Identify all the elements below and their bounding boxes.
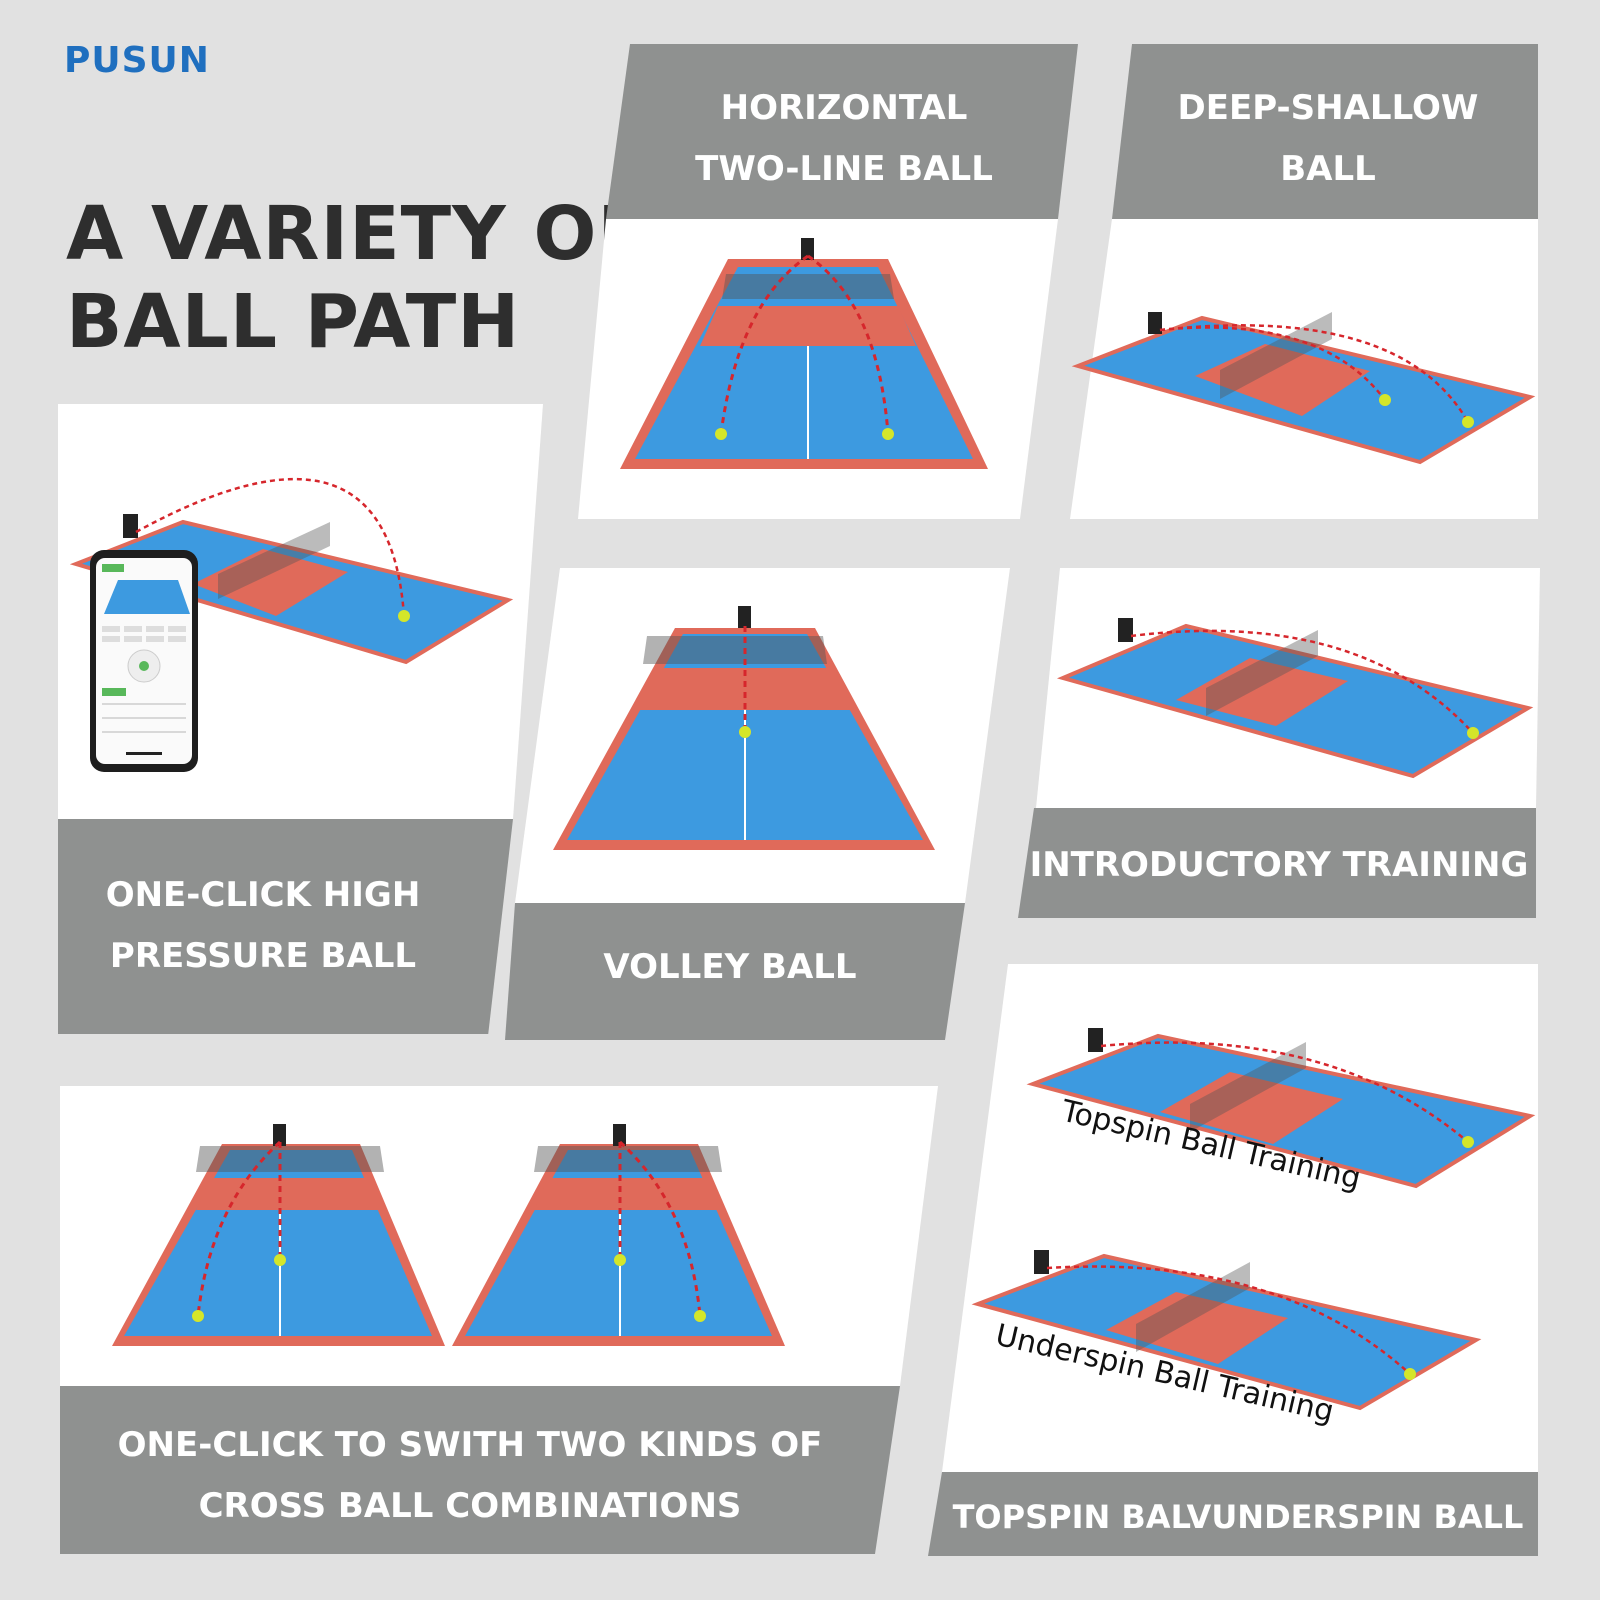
volley-label-bg — [505, 903, 965, 1040]
high-pressure-label-line-1: ONE-CLICK HIGH — [106, 875, 421, 915]
horizontal-label-bg — [606, 44, 1078, 219]
brand-logo: PUSUN — [64, 40, 210, 81]
cross-panel: ONE-CLICK TO SWITH TWO KINDS OF CROSS BA… — [60, 1086, 938, 1554]
volley-panel: VOLLEY BALL — [505, 568, 1010, 1040]
deep-shallow-label-bg — [1112, 44, 1538, 219]
deep-shallow-label-line-1: DEEP-SHALLOW — [1178, 88, 1479, 128]
headline-line-1: A VARIETY OF — [66, 191, 649, 277]
deep-shallow-court — [1071, 312, 1536, 465]
headline-line-2: BALL PATH — [66, 279, 521, 365]
introductory-label-line-1: INTRODUCTORY TRAINING — [1030, 845, 1529, 885]
horizontal-two-line-panel: HORIZONTAL TWO-LINE BALL — [578, 44, 1078, 519]
horizontal-label-line-2: TWO-LINE BALL — [695, 149, 993, 189]
horizontal-label-line-1: HORIZONTAL — [721, 88, 968, 128]
cross-label-line-1: ONE-CLICK TO SWITH TWO KINDS OF — [118, 1425, 823, 1465]
high-pressure-label-line-2: PRESSURE BALL — [110, 936, 416, 976]
ball-machine — [738, 606, 751, 628]
phone-app-mockup — [90, 550, 198, 772]
cross-court-left — [112, 1124, 445, 1346]
spin-label-line-1: TOPSPIN BALVUNDERSPIN BALL — [953, 1498, 1524, 1536]
ball-left — [715, 428, 727, 440]
volley-court — [553, 606, 935, 850]
ball-machine — [1148, 312, 1162, 334]
horizontal-court — [620, 238, 988, 469]
introductory-court — [1056, 618, 1534, 779]
page-headline: A VARIETY OF BALL PATH — [66, 190, 649, 366]
ball-machine — [123, 514, 138, 538]
spin-label-bg — [928, 1472, 1538, 1556]
deep-shallow-panel: DEEP-SHALLOW BALL — [1070, 44, 1538, 519]
cross-label-bg — [60, 1386, 900, 1554]
ball-machine — [801, 238, 814, 260]
introductory-label-bg — [1018, 808, 1536, 918]
ball-machine — [1118, 618, 1133, 642]
high-pressure-label-bg — [58, 819, 513, 1034]
cross-label-line-2: CROSS BALL COMBINATIONS — [199, 1486, 742, 1526]
spin-panel: TOPSPIN BALVUNDERSPIN BALL Topspin Ball … — [928, 964, 1538, 1556]
introductory-panel: INTRODUCTORY TRAINING — [1018, 568, 1540, 918]
deep-shallow-label-line-2: BALL — [1280, 149, 1376, 189]
ball-right — [882, 428, 894, 440]
cross-court-right — [452, 1124, 785, 1346]
high-pressure-panel: ONE-CLICK HIGH PRESSURE BALL — [58, 404, 543, 1034]
volley-label-line-1: VOLLEY BALL — [603, 947, 856, 987]
